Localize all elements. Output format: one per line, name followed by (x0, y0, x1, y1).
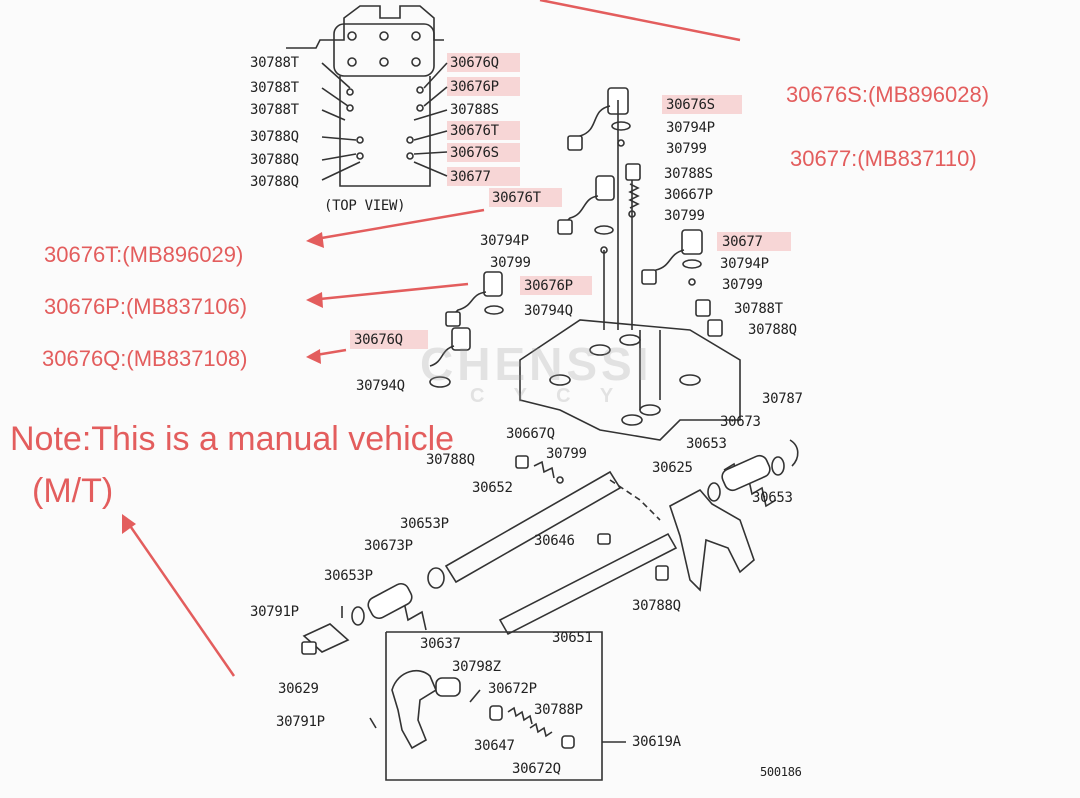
label-30788S: 30788S (664, 166, 713, 182)
label-30676S: 30676S (666, 97, 715, 113)
label-30788Q-d: 30788Q (426, 452, 475, 468)
label-30672P: 30672P (488, 681, 537, 697)
label-30646: 30646 (534, 533, 575, 549)
highlight-30677-top (447, 167, 520, 186)
label-30791P-a: 30791P (250, 604, 299, 620)
transmission-housing (519, 100, 741, 441)
label-30788Q-c: 30788Q (250, 174, 299, 190)
annotation-30676T: 30676T:(MB896029) (44, 242, 244, 267)
shift-rail-assembly (301, 439, 799, 729)
highlight-30676P (520, 276, 592, 295)
label-30794P-a: 30794P (666, 120, 715, 136)
highlight-30676Q (350, 330, 428, 349)
annotation-30676S: 30676S:(MB896028) (786, 82, 990, 107)
label-30788Q-b: 30788Q (250, 152, 299, 168)
top-view-block (286, 5, 448, 187)
label-30629: 30629 (278, 681, 319, 697)
label-30788Q: 30788Q (748, 322, 797, 338)
label-30676Q-top: 30676Q (450, 55, 499, 71)
label-30676P-top: 30676P (450, 79, 499, 95)
label-30653P-b: 30653P (324, 568, 373, 584)
label-30799-a: 30799 (666, 141, 707, 157)
label-30788T-a: 30788T (250, 55, 300, 71)
annotation-arrows (122, 0, 741, 677)
annotation-30676P: 30676P:(MB837106) (44, 294, 248, 319)
label-30799-e: 30799 (546, 446, 587, 462)
highlight-30676T-top (447, 121, 520, 140)
label-30677-top: 30677 (450, 169, 491, 185)
label-30676Q: 30676Q (354, 332, 403, 348)
highlight-30677 (717, 232, 791, 251)
highlight-30676Q-top (447, 53, 520, 72)
label-30647: 30647 (474, 738, 515, 754)
label-30788Q-a: 30788Q (250, 129, 299, 145)
label-30799-d: 30799 (722, 277, 763, 293)
label-30652: 30652 (472, 480, 513, 496)
note-manual-vehicle: Note:This is a manual vehicle (10, 420, 455, 458)
label-30788T: 30788T (734, 301, 784, 317)
label-30653-a: 30653 (686, 436, 727, 452)
label-30788Q-e: 30788Q (632, 598, 681, 614)
inset-box-30619A (385, 631, 626, 781)
watermark-subtext: C Y C Y (470, 385, 625, 407)
label-30676T-top: 30676T (450, 123, 500, 139)
label-30799-c: 30799 (490, 255, 531, 271)
label-30653P-a: 30653P (400, 516, 449, 532)
highlight-30676S-top (447, 143, 520, 162)
label-30676P: 30676P (524, 278, 573, 294)
label-30788T-c: 30788T (250, 102, 300, 118)
highlight-30676S (662, 95, 742, 114)
label-30799-b: 30799 (664, 208, 705, 224)
highlight-30676P-top (447, 77, 520, 96)
label-30651: 30651 (552, 630, 593, 646)
label-30667Q: 30667Q (506, 426, 555, 442)
label-30787: 30787 (762, 391, 803, 407)
label-30653-b: 30653 (752, 490, 793, 506)
top-view-label: (TOP VIEW) (324, 198, 405, 214)
label-30794P-c: 30794P (720, 256, 769, 272)
label-30788P: 30788P (534, 702, 583, 718)
label-30637: 30637 (420, 636, 461, 652)
label-30676T: 30676T (492, 190, 542, 206)
label-30619A: 30619A (632, 734, 682, 750)
label-30672Q: 30672Q (512, 761, 561, 777)
label-30794Q-a: 30794Q (524, 303, 573, 319)
label-30794P-b: 30794P (480, 233, 529, 249)
label-30625: 30625 (652, 460, 693, 476)
annotation-30677: 30677:(MB837110) (790, 146, 977, 171)
label-30794Q-b: 30794Q (356, 378, 405, 394)
annotation-30676Q: 30676Q:(MB837108) (42, 346, 248, 371)
label-30673P: 30673P (364, 538, 413, 554)
label-30673: 30673 (720, 414, 761, 430)
label-30667P: 30667P (664, 187, 713, 203)
figure-code: 500186 (760, 765, 802, 779)
label-30788S-top: 30788S (450, 102, 499, 118)
part-labels: 30676Q 30676P 30788S 30676T 30676S 30677… (250, 55, 803, 779)
label-30788T-b: 30788T (250, 80, 300, 96)
label-30676S-top: 30676S (450, 145, 499, 161)
label-30791P-b: 30791P (276, 714, 325, 730)
label-30677: 30677 (722, 234, 763, 250)
watermark-text: CHENSSI (420, 338, 652, 390)
highlight-30676T (489, 188, 562, 207)
label-30798Z: 30798Z (452, 659, 501, 675)
note-mt: (M/T) (32, 472, 114, 510)
